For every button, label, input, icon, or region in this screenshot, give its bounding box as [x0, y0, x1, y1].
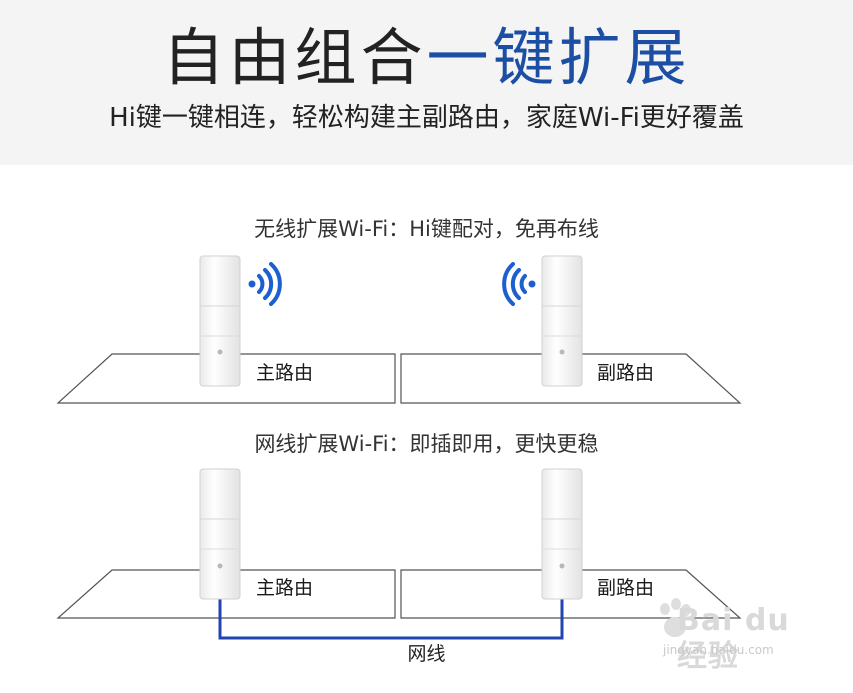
page-subtitle: Hi键一键相连，轻松构建主副路由，家庭Wi-Fi更好覆盖: [109, 103, 744, 133]
page-title: 自由组合一键扩展: [0, 18, 853, 98]
wireless-main-router-label: 主路由: [256, 362, 314, 384]
wireless-sub-router: [541, 255, 583, 387]
wireless-main-router: [199, 255, 241, 387]
paw-logo-icon: [660, 598, 691, 637]
ethernet-cable: [218, 598, 564, 640]
watermark-brand: Bai du 经验: [677, 603, 790, 674]
wired-caption: 网线扩展Wi-Fi：即插即用，更快更稳: [254, 432, 599, 456]
baidu-jingyan-watermark: Bai du 经验 jingyan.baidu.com: [655, 597, 815, 674]
header-background: [0, 0, 853, 165]
wifi-signal-left-icon: [502, 262, 536, 306]
wired-main-router-label: 主路由: [256, 577, 314, 599]
wireless-caption: 无线扩展Wi-Fi：Hi键配对，免再布线: [254, 217, 599, 241]
wifi-signal-right-icon: [248, 262, 282, 306]
cable-label: 网线: [407, 643, 446, 665]
wireless-sub-router-label: 副路由: [597, 362, 655, 384]
watermark-url: jingyan.baidu.com: [663, 643, 774, 657]
title-accent: 一键扩展: [426, 21, 691, 94]
wired-sub-router: [541, 468, 583, 600]
wired-main-router: [199, 468, 241, 600]
title-prefix: 自由组合: [162, 21, 427, 94]
wired-sub-router-label: 副路由: [597, 577, 655, 599]
